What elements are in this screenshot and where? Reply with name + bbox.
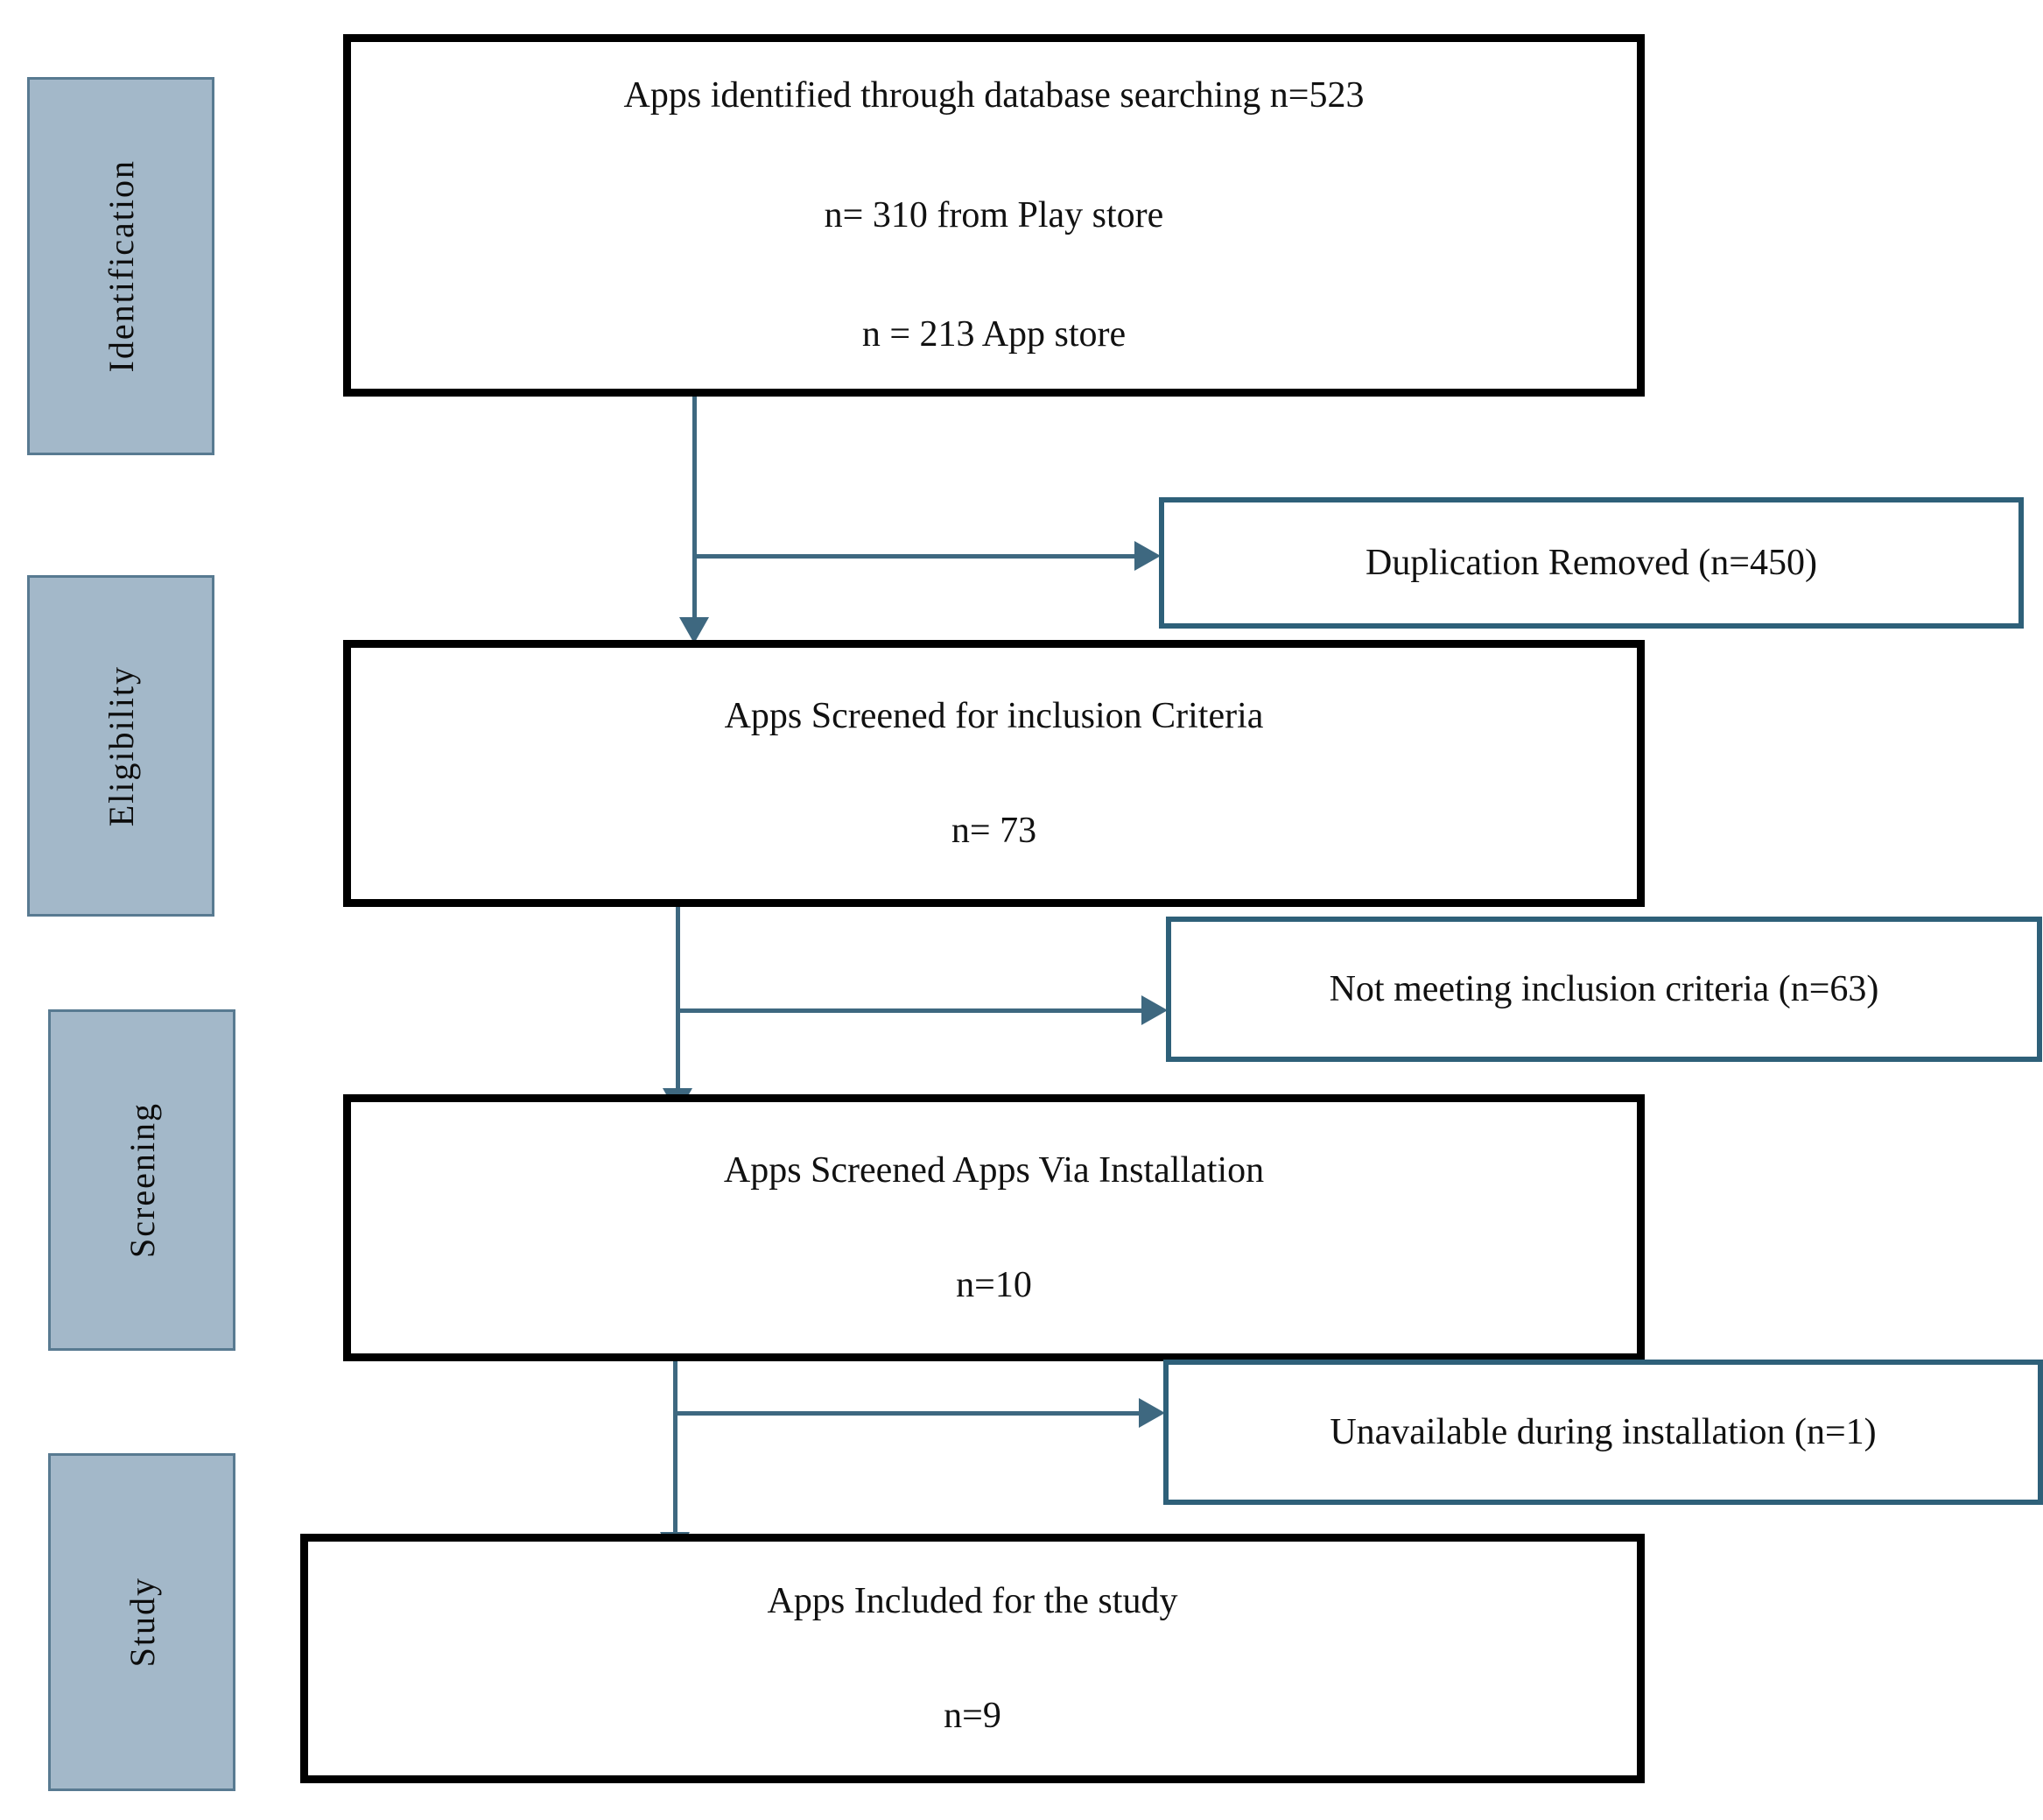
connector-arrow-3-right bbox=[1139, 1398, 1165, 1428]
main-box-included: Apps Included for the study n=9 bbox=[300, 1534, 1645, 1783]
main-box-screened-installation-line-2: n=10 bbox=[956, 1264, 1032, 1305]
main-box-identification-line-3: n = 213 App store bbox=[861, 314, 1127, 355]
connector-arrow-1-right bbox=[1134, 541, 1161, 571]
side-box-unavailable-installation-text: Unavailable during installation (n=1) bbox=[1330, 1412, 1877, 1452]
connector-line-1-vertical bbox=[692, 396, 697, 628]
side-box-duplication-removed: Duplication Removed (n=450) bbox=[1159, 497, 2024, 629]
connector-line-2-vertical bbox=[676, 906, 680, 1097]
stage-label-screening: Screening bbox=[122, 1102, 162, 1258]
main-box-included-line-1: Apps Included for the study bbox=[767, 1581, 1178, 1621]
main-box-screened-inclusion-line-1: Apps Screened for inclusion Criteria bbox=[724, 696, 1264, 736]
main-box-screened-inclusion-line-2: n= 73 bbox=[951, 810, 1037, 851]
stage-label-eligibility: Eligibility bbox=[101, 664, 141, 827]
connector-line-3-horizontal bbox=[673, 1411, 1146, 1416]
main-box-screened-installation-line-1: Apps Screened Apps Via Installation bbox=[723, 1150, 1265, 1191]
connector-line-2-horizontal bbox=[676, 1008, 1148, 1013]
side-box-not-meeting-criteria: Not meeting inclusion criteria (n=63) bbox=[1166, 917, 2042, 1062]
connector-line-1-horizontal bbox=[692, 554, 1141, 559]
stage-label-identification: Identification bbox=[101, 159, 141, 373]
side-box-not-meeting-criteria-text: Not meeting inclusion criteria (n=63) bbox=[1329, 969, 1879, 1009]
stage-box-screening: Screening bbox=[48, 1009, 235, 1351]
stage-box-study: Study bbox=[48, 1453, 235, 1791]
main-box-identification: Apps identified through database searchi… bbox=[343, 34, 1645, 397]
stage-box-eligibility: Eligibility bbox=[27, 575, 214, 917]
stage-box-identification: Identification bbox=[27, 77, 214, 455]
connector-arrow-1-down bbox=[679, 617, 709, 643]
main-box-included-line-2: n=9 bbox=[944, 1695, 1001, 1736]
side-box-unavailable-installation: Unavailable during installation (n=1) bbox=[1163, 1360, 2043, 1505]
main-box-screened-inclusion: Apps Screened for inclusion Criteria n= … bbox=[343, 640, 1645, 907]
main-box-screened-installation: Apps Screened Apps Via Installation n=10 bbox=[343, 1094, 1645, 1361]
main-box-identification-line-2: n= 310 from Play store bbox=[824, 194, 1164, 235]
stage-label-study: Study bbox=[122, 1577, 162, 1668]
connector-arrow-2-right bbox=[1141, 995, 1168, 1025]
side-box-duplication-removed-text: Duplication Removed (n=450) bbox=[1366, 543, 1817, 583]
main-box-identification-line-1: Apps identified through database searchi… bbox=[623, 75, 1365, 116]
